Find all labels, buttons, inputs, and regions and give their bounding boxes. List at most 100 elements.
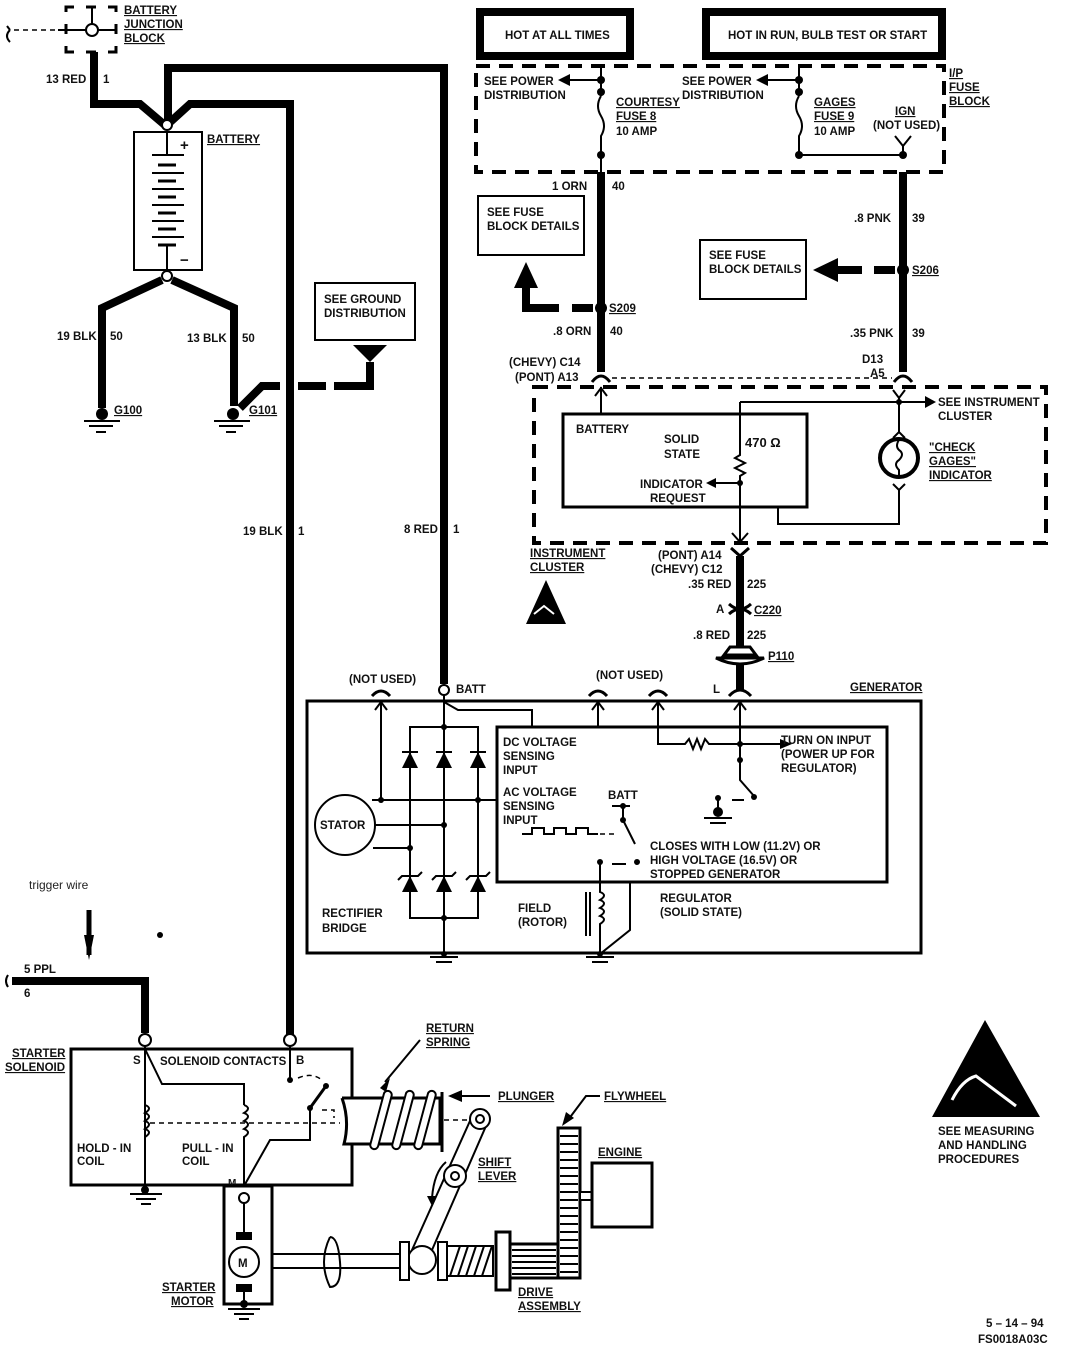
wire-13-blk-g101	[170, 276, 238, 406]
connector-d13	[892, 374, 914, 383]
svg-text:19 BLK: 19 BLK	[243, 526, 283, 538]
svg-text:13 BLK: 13 BLK	[187, 333, 227, 345]
pull-in-coil-icon	[241, 1104, 249, 1186]
svg-text:INSTRUMENT: INSTRUMENT	[530, 548, 605, 560]
svg-text:FUSE 9: FUSE 9	[814, 111, 854, 123]
svg-text:STATOR: STATOR	[320, 820, 366, 832]
svg-text:PROCEDURES: PROCEDURES	[938, 1154, 1019, 1166]
see-ground-distribution-box[interactable]: SEE GROUND DISTRIBUTION	[314, 282, 416, 341]
ac-waveform-icon	[522, 827, 598, 835]
svg-text:HOLD - IN: HOLD - IN	[77, 1143, 131, 1155]
svg-text:G100: G100	[114, 405, 142, 417]
flywheel-engine: FLYWHEEL ENGINE	[556, 1091, 666, 1280]
svg-text:(NOT USED): (NOT USED)	[349, 674, 416, 686]
svg-text:(PONT) A13: (PONT) A13	[515, 372, 578, 384]
svg-text:.8 RED: .8 RED	[693, 630, 730, 642]
svg-text:HOT IN RUN, BULB TEST OR START: HOT IN RUN, BULB TEST OR START	[728, 30, 927, 42]
svg-text:G101: G101	[249, 405, 278, 417]
svg-text:CLOSES WITH LOW (11.2V) OR: CLOSES WITH LOW (11.2V) OR	[650, 841, 821, 853]
svg-text:GAGES": GAGES"	[929, 456, 976, 468]
svg-text:FIELD: FIELD	[518, 903, 551, 915]
svg-text:39: 39	[912, 328, 925, 340]
fuse-9-icon	[795, 95, 903, 156]
svg-text:−: −	[180, 252, 189, 269]
esd-warning-icon	[932, 1020, 1040, 1117]
svg-text:A5: A5	[870, 368, 885, 380]
svg-text:B: B	[296, 1055, 304, 1067]
wire-break-icon	[5, 974, 9, 988]
svg-text:COURTESY: COURTESY	[616, 97, 680, 109]
svg-text:(ROTOR): (ROTOR)	[518, 917, 567, 929]
svg-text:FUSE 8: FUSE 8	[616, 111, 657, 123]
svg-text:L: L	[713, 684, 720, 696]
svg-text:SOLID: SOLID	[664, 434, 699, 446]
hot-at-all-times-header: HOT AT ALL TIMES	[476, 8, 634, 60]
starter-solenoid: STARTER SOLENOID S B SOLENOID CONTACTS H…	[5, 1033, 354, 1205]
ground-g100: G100	[84, 405, 142, 433]
svg-text:50: 50	[110, 331, 123, 343]
svg-text:SOLENOID CONTACTS: SOLENOID CONTACTS	[160, 1056, 287, 1068]
svg-text:SOLENOID: SOLENOID	[5, 1062, 65, 1074]
svg-text:PULL - IN: PULL - IN	[182, 1143, 234, 1155]
wire-8-red	[164, 64, 448, 684]
svg-text:5 PPL: 5 PPL	[24, 964, 56, 976]
see-fuse-block-details-2[interactable]: SEE FUSE BLOCK DETAILS	[699, 239, 807, 300]
connector-c14	[590, 374, 612, 383]
svg-text:HOT AT ALL TIMES: HOT AT ALL TIMES	[505, 30, 610, 42]
splice-s206	[897, 264, 909, 276]
svg-text:BATT: BATT	[456, 684, 486, 696]
svg-text:1: 1	[298, 526, 305, 538]
svg-text:(NOT USED): (NOT USED)	[596, 670, 663, 682]
drive-assembly: DRIVE ASSEMBLY	[437, 1230, 581, 1313]
wire-break-icon	[6, 25, 11, 43]
svg-text:S206: S206	[912, 265, 939, 277]
generator: GENERATOR (NOT USED) BATT (NOT USED) L T…	[305, 670, 923, 963]
svg-text:REQUEST: REQUEST	[650, 493, 706, 505]
rotation-arrow-icon	[323, 1236, 342, 1289]
svg-text:AC VOLTAGE: AC VOLTAGE	[503, 787, 577, 799]
svg-text:470 Ω: 470 Ω	[745, 435, 781, 450]
svg-text:C220: C220	[754, 605, 782, 617]
svg-text:DISTRIBUTION: DISTRIBUTION	[324, 308, 406, 320]
connector-p110: P110	[715, 645, 794, 666]
trigger-wire-annotation: trigger wire	[29, 878, 89, 892]
hot-in-run-header: HOT IN RUN, BULB TEST OR START	[702, 8, 946, 60]
svg-text:GAGES: GAGES	[814, 97, 856, 109]
svg-text:M: M	[228, 1178, 236, 1189]
svg-text:10 AMP: 10 AMP	[616, 126, 657, 138]
field-rotor-coil-icon	[597, 862, 631, 957]
resistor-470-icon	[732, 402, 748, 545]
battery-junction-block: BATTERY JUNCTION BLOCK	[6, 5, 183, 54]
svg-text:39: 39	[912, 213, 925, 225]
svg-text:P110: P110	[768, 651, 794, 663]
svg-text:CLUSTER: CLUSTER	[938, 411, 993, 423]
svg-text:FUSE: FUSE	[949, 82, 980, 94]
connector-a14	[730, 546, 750, 559]
svg-text:GENERATOR: GENERATOR	[850, 682, 923, 694]
svg-text:13 RED: 13 RED	[46, 74, 86, 86]
esd-warning: SEE MEASURING AND HANDLING PROCEDURES	[932, 1020, 1040, 1166]
terminal-b	[283, 1033, 297, 1047]
junction-terminal-icon	[85, 23, 99, 37]
svg-text:8 RED: 8 RED	[404, 524, 438, 536]
svg-text:50: 50	[242, 333, 255, 345]
svg-text:INDICATOR: INDICATOR	[640, 479, 704, 491]
svg-text:SEE MEASURING: SEE MEASURING	[938, 1126, 1035, 1138]
hold-in-coil-icon	[142, 1104, 150, 1185]
wire-13-red	[90, 52, 169, 130]
arrow-up-icon	[514, 262, 538, 288]
svg-text:(CHEVY) C12: (CHEVY) C12	[651, 564, 723, 576]
wire-19-blk-g100	[98, 276, 164, 408]
svg-text:1 ORN: 1 ORN	[552, 181, 587, 193]
svg-text:S209: S209	[609, 303, 636, 315]
svg-text:STARTER: STARTER	[12, 1048, 66, 1060]
svg-text:"CHECK: "CHECK	[929, 442, 976, 454]
svg-text:HIGH VOLTAGE (16.5V) OR: HIGH VOLTAGE (16.5V) OR	[650, 855, 798, 867]
svg-text:JUNCTION: JUNCTION	[124, 19, 183, 31]
ip-fuse-block: I/P FUSE BLOCK SEE POWER DISTRIBUTION CO…	[474, 64, 991, 178]
svg-text:SPRING: SPRING	[426, 1037, 470, 1049]
svg-text:ENGINE: ENGINE	[598, 1147, 642, 1159]
see-fuse-block-details-1[interactable]: SEE FUSE BLOCK DETAILS	[477, 195, 585, 256]
svg-text:SEE POWER: SEE POWER	[682, 76, 752, 88]
svg-text:SHIFT: SHIFT	[478, 1157, 511, 1169]
